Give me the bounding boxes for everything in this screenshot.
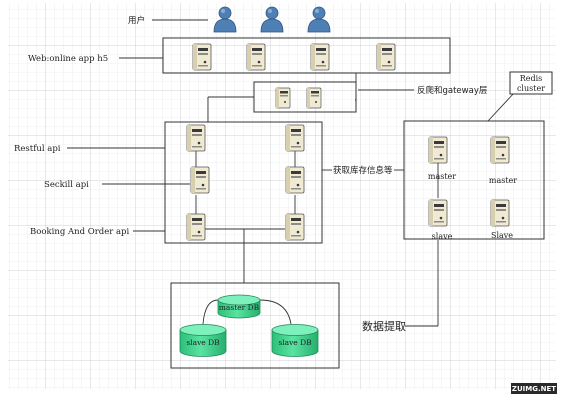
server-icon [192,43,212,71]
redis-cluster-box [509,71,553,95]
redis-master-right-label: master [489,176,517,185]
server-icon [376,43,396,71]
seckill-label: Seckill api [44,180,89,190]
db-box [170,282,340,369]
server-icon [490,199,510,227]
db-slave-right: slave DB [271,324,319,357]
watermark-badge [511,383,557,394]
api-box [164,121,323,244]
redis-box [403,120,545,240]
server-icon [285,213,305,241]
server-icon [310,43,330,71]
grid-background [8,3,556,389]
server-icon [428,199,448,227]
data-fetch-label: 数据提取 [362,319,406,333]
gateway-label: 反爬和gateway层 [417,85,487,96]
restful-label: Restful api [14,144,61,154]
gateway-box [253,81,357,113]
db-master: master DB [217,294,261,319]
redis-master-left-label: master [428,172,456,181]
db-slave-left-label: slave DB [186,338,220,347]
web-label: Web:online app h5 [28,54,108,64]
server-icon [275,87,291,109]
cache-info-label: 获取库存信息等 [333,165,393,176]
server-icon [190,166,210,194]
server-icon [285,124,305,152]
db-master-label: master DB [219,303,260,312]
users-label: 用户 [128,15,145,26]
server-icon [246,43,266,71]
server-icon [490,136,510,164]
server-icon [186,213,206,241]
booking-label: Booking And Order api [30,227,130,237]
server-icon [285,166,305,194]
db-slave-right-label: slave DB [278,338,312,347]
web-box [162,37,451,74]
db-slave-left: slave DB [179,324,227,357]
redis-slave-right-label: Slave [491,231,513,240]
redis-slave-left-label: slave [432,232,453,241]
connector-lines [67,19,516,327]
server-icon [306,87,322,109]
redis-title-line1: Redis [520,74,543,83]
container-boxes [162,37,553,369]
watermark-text: ZUIMG.NET [512,385,556,393]
server-icon [428,136,448,164]
redis-title-line2: cluster [517,84,545,93]
server-icon [186,124,206,152]
